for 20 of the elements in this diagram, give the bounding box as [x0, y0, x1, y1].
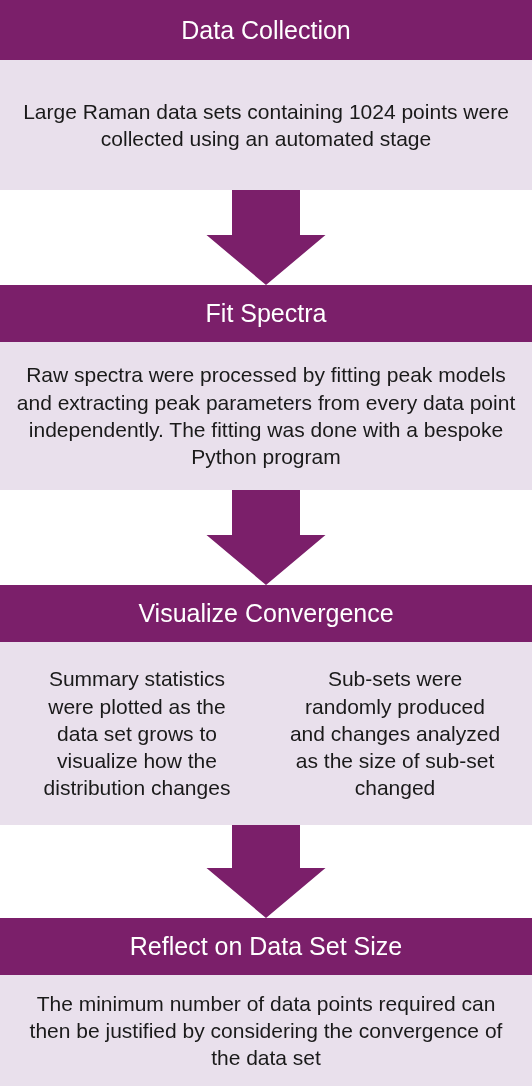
stage-description: Sub-sets were randomly produced and changes analyzed as the size of sub-set changed — [288, 666, 502, 802]
block-arrow — [206, 490, 326, 585]
stage-title: Data Collection — [181, 15, 351, 45]
stage-header-band — [0, 585, 532, 642]
stage-title: Fit Spectra — [205, 299, 327, 328]
block-arrow — [206, 190, 326, 285]
stage-title: Reflect on Data Set Size — [129, 932, 403, 961]
stage-description: The minimum number of data points required can then be justified by considering the convergence of the data set — [28, 990, 504, 1072]
stage-description-panel — [0, 60, 532, 190]
stage-header-band — [0, 0, 532, 60]
stage-title: Visualize Convergence — [138, 599, 394, 628]
stage-description-panel — [0, 975, 532, 1086]
stage-description-panel — [0, 342, 532, 490]
stage-description: Raw spectra were processed by fitting peak models and extracting peak parameters from every data point independently. The fitting was done with a bespoke Python program — [16, 362, 516, 471]
stage-header-band — [0, 285, 532, 342]
stage-header-band — [0, 918, 532, 975]
stage-description: Summary statistics were plotted as the data set grows to visualize how the distribution changes — [42, 666, 232, 802]
block-arrow — [206, 825, 326, 918]
stage-description: Large Raman data sets containing 1024 points were collected using an automated stage — [22, 98, 510, 152]
stage-description-panel — [0, 642, 532, 825]
